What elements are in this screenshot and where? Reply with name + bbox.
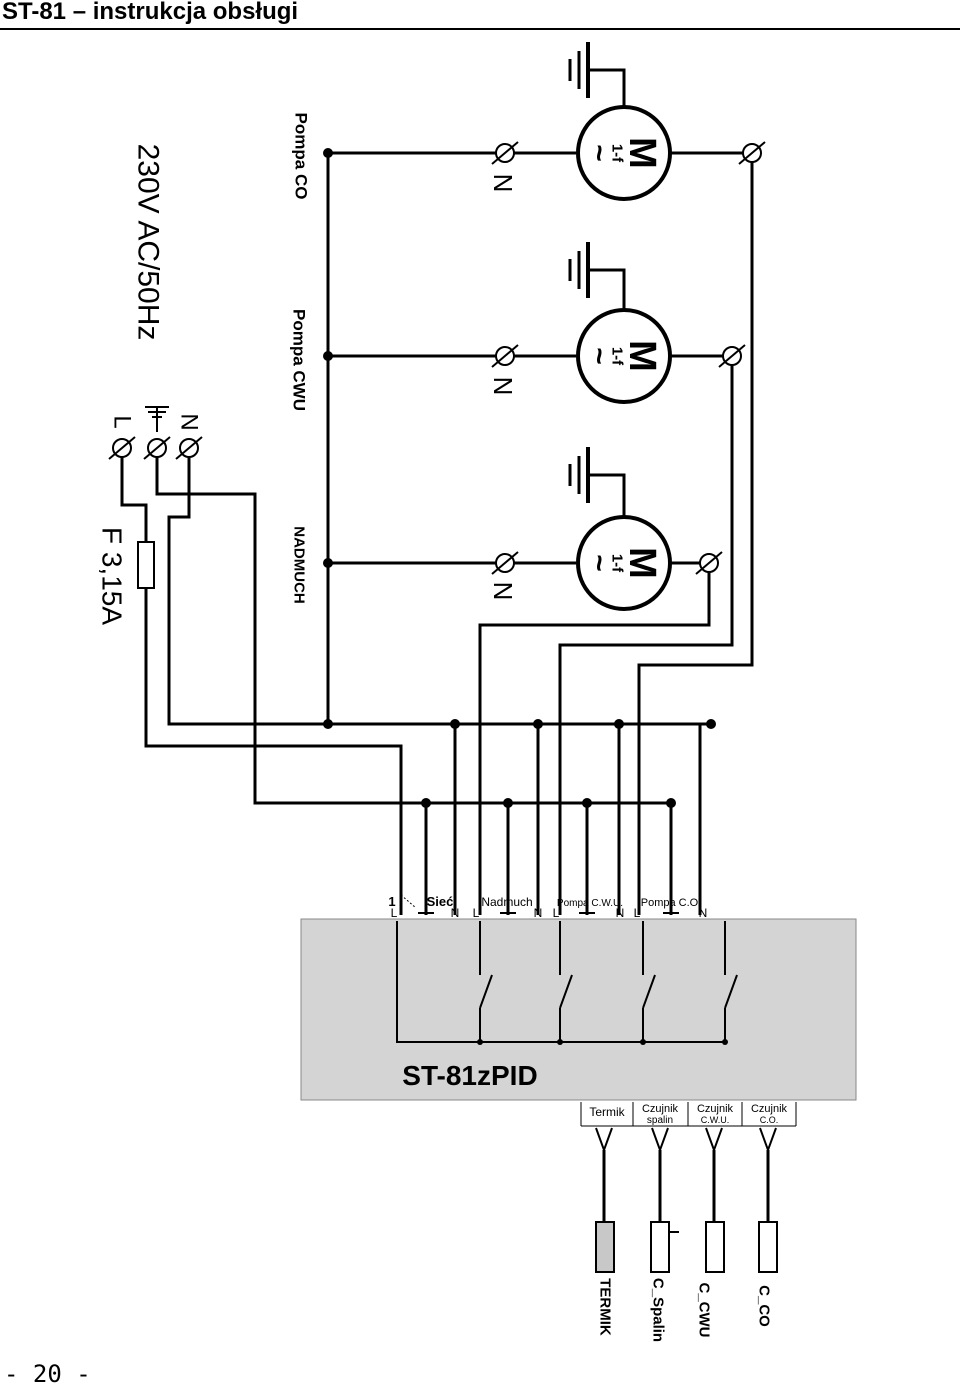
fuse-icon (137, 541, 155, 589)
sensor-input-label-line2: C.W.U. (701, 1115, 730, 1125)
terminal-l: L (473, 906, 480, 920)
terminal-group-siec: Sieć (427, 894, 454, 909)
supply-terminal-n-icon (175, 436, 203, 460)
sensor-termik-icon (595, 1221, 615, 1273)
terminal-group-pompa-cwu: Pompa C.W.U. (557, 898, 623, 909)
motor-ground-icon (568, 40, 590, 100)
sensor-input-block: Termik Czujnik spalin Czujnik C.W.U. Czu… (580, 1102, 797, 1127)
sensor-input-label-line1: Czujnik (697, 1103, 734, 1115)
pump-label-co: Pompa CO (292, 113, 311, 200)
sensor-input-label-line1: Czujnik (751, 1103, 788, 1115)
sensor-cwu-icon (705, 1221, 725, 1273)
sensor-label-termik: TERMIK (597, 1278, 614, 1336)
motor-ground-icon (568, 240, 590, 300)
motor-pompa-co: N M 1-f ~ (488, 40, 766, 201)
controller-terminal-labels: 1 Sieć Nadmuch Pompa C.W.U. Pompa C.O. L… (388, 894, 707, 920)
sensor-input-label-line1: Termik (589, 1105, 625, 1119)
sensor-cables (595, 1127, 777, 1222)
supply-label-n: N (176, 413, 203, 430)
sensor-input-label-line2: spalin (647, 1115, 673, 1126)
pump-label-cwu: Pompa CWU (290, 309, 309, 411)
header-rule (0, 28, 960, 30)
page-title: ST-81 – instrukcja obsługi (2, 0, 299, 25)
terminal-n: N (451, 906, 460, 920)
controller-internal-dots (477, 1039, 728, 1045)
sensor-co-icon (758, 1221, 778, 1273)
motor-letter: M (621, 340, 663, 372)
motor-letter: M (621, 547, 663, 579)
line-terminal-icon (718, 344, 746, 368)
neutral-label: N (488, 582, 518, 601)
sensor-label-spalin: C_Spalin (650, 1278, 667, 1342)
neutral-label: N (488, 377, 518, 396)
terminal-l: L (391, 906, 398, 920)
terminal-l: L (634, 906, 641, 920)
supply-label-l: L (109, 415, 136, 428)
line-terminal-icon (738, 141, 766, 165)
controller-ground-icons (418, 908, 679, 914)
page-header: ST-81 – instrukcja obsługi (0, 0, 960, 30)
page-number: - 20 - (4, 1360, 91, 1388)
controller-internal-wiring (396, 921, 738, 1043)
sensor-spalin-icon (650, 1221, 670, 1273)
terminal-l: L (553, 906, 560, 920)
sensor-label-co: C_CO (756, 1285, 773, 1327)
sensor-label-cwu: C_CWU (696, 1283, 713, 1338)
sensor-input-label-line2: C.O. (760, 1115, 779, 1125)
neutral-terminal-icon (491, 551, 519, 575)
motor-ac-symbol: ~ (583, 347, 616, 365)
supply-voltage-label: 230V AC/50Hz (132, 144, 165, 341)
neutral-terminal-icon (491, 344, 519, 368)
controller-name: ST-81zPID (402, 1060, 537, 1091)
terminal-group-nadmuch: Nadmuch (481, 895, 532, 909)
controller-body (300, 918, 857, 1101)
motor-phase: 1-f (609, 347, 626, 366)
terminal-n: N (534, 906, 543, 920)
motor-pompa-cwu: N M 1-f ~ (488, 240, 746, 404)
motor-phase: 1-f (609, 554, 626, 573)
terminal-number: 1 (388, 894, 395, 909)
supply-ground-icon (145, 406, 169, 432)
line-terminal-icon (695, 551, 723, 575)
motor-phase: 1-f (609, 144, 626, 163)
sensor-input-label-line1: Czujnik (642, 1103, 679, 1115)
fuse-label: F 3,15A (97, 527, 128, 625)
supply-terminal-pe-icon (143, 436, 171, 460)
wires (120, 68, 754, 915)
motor-ac-symbol: ~ (583, 144, 616, 162)
terminal-group-pompa-co: Pompa C.O. (641, 897, 702, 909)
terminal-n: N (699, 906, 708, 920)
supply-terminals (108, 436, 203, 460)
pump-label-nadmuch: NADMUCH (291, 526, 308, 604)
supply-terminal-l-icon (108, 436, 136, 460)
motor-ac-symbol: ~ (583, 554, 616, 572)
terminal-n: N (616, 906, 625, 920)
motor-letter: M (621, 137, 663, 169)
neutral-label: N (488, 174, 518, 193)
motor-nadmuch: N M 1-f ~ (488, 445, 723, 611)
motor-ground-icon (568, 445, 590, 505)
junction-dots (323, 148, 716, 808)
neutral-terminal-icon (491, 141, 519, 165)
